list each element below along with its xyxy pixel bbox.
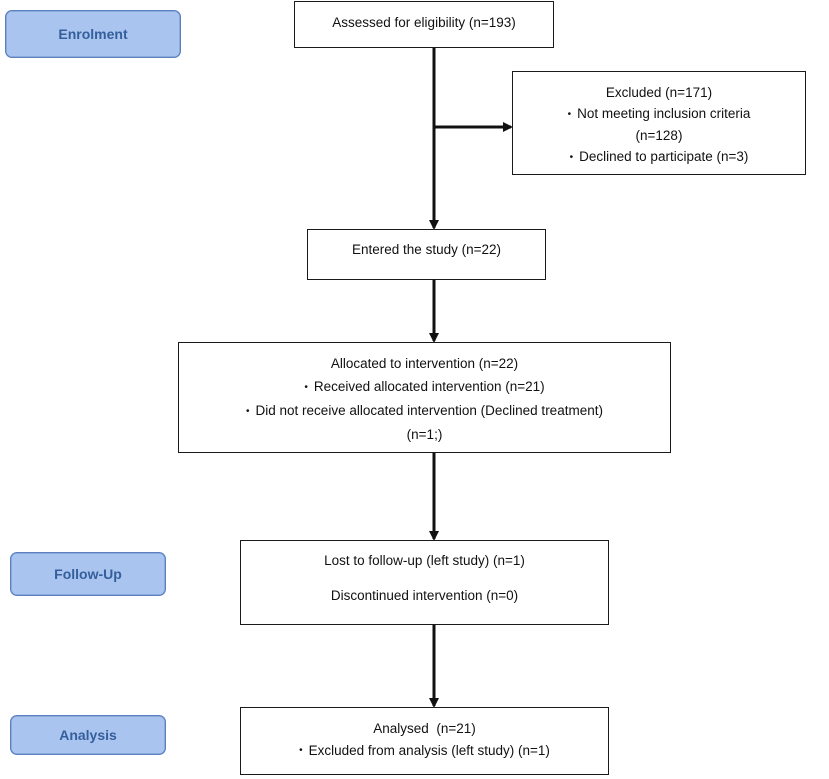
assessed-box: Assessed for eligibility (n=193)	[294, 1, 554, 48]
entered-text: Entered the study (n=22)	[352, 242, 501, 257]
allocated-item-not-received: Did not receive allocated intervention (…	[179, 399, 670, 423]
followup-spacer	[241, 571, 608, 586]
analysed-title: Analysed (n=21)	[373, 721, 476, 736]
stage-label-analysis: Analysis	[10, 715, 166, 755]
excluded-item-inclusion-count: (n=128)	[635, 127, 683, 143]
allocated-item-received: Received allocated intervention (n=21)	[179, 375, 670, 399]
followup-lost: Lost to follow-up (left study) (n=1)	[324, 553, 525, 568]
excluded-box: Excluded (n=171) Not meeting inclusion c…	[512, 71, 806, 175]
followup-discontinued: Discontinued intervention (n=0)	[330, 588, 519, 603]
assessed-text: Assessed for eligibility (n=193)	[332, 15, 516, 30]
entered-box: Entered the study (n=22)	[307, 229, 546, 280]
excluded-title: Excluded (n=171)	[605, 85, 713, 100]
allocated-box: Allocated to intervention (n=22) Receive…	[178, 342, 671, 453]
excluded-item-inclusion: Not meeting inclusion criteria	[513, 103, 805, 125]
stage-label-follow-up: Follow-Up	[10, 552, 166, 596]
stage-label-enrolment: Enrolment	[5, 10, 181, 58]
analysed-box: Analysed (n=21) Excluded from analysis (…	[240, 707, 609, 775]
excluded-item-declined: Declined to participate (n=3)	[513, 146, 805, 168]
followup-box: Lost to follow-up (left study) (n=1) Dis…	[240, 540, 609, 625]
allocated-item-not-received-count: (n=1;)	[406, 426, 443, 442]
analysed-item-excluded: Excluded from analysis (left study) (n=1…	[241, 740, 608, 762]
allocated-title: Allocated to intervention (n=22)	[330, 356, 519, 371]
